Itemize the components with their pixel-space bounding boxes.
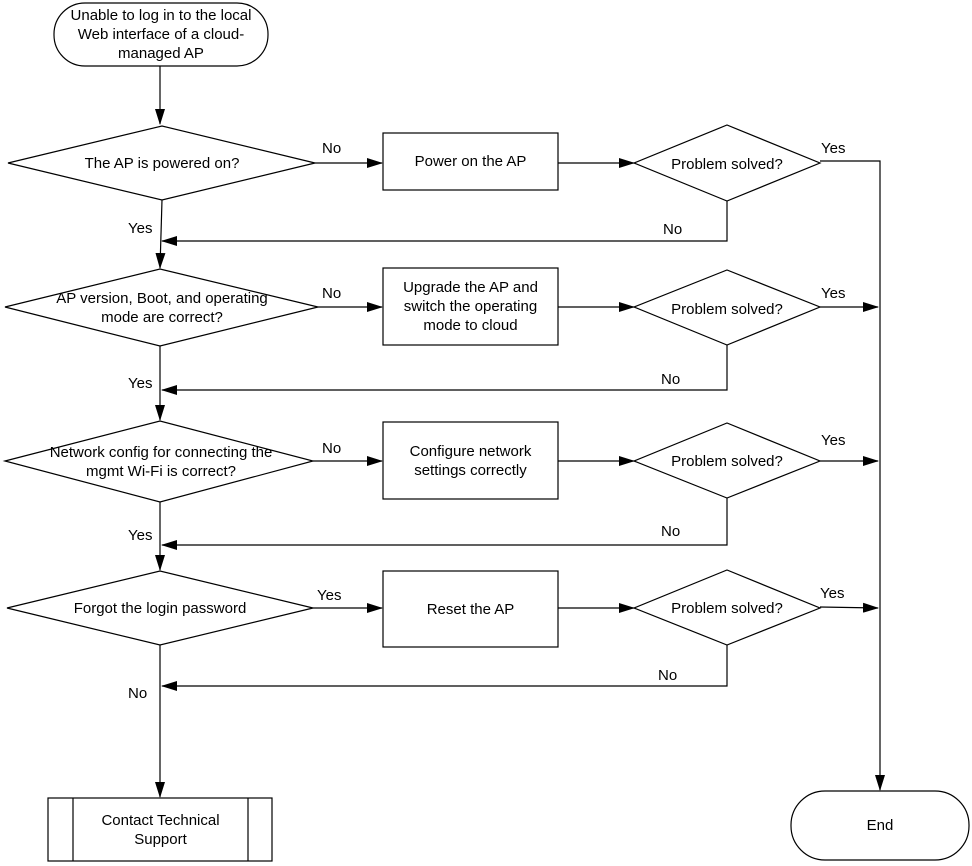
d3-down-label: Yes [128,527,153,544]
check-2-text: Problem solved? [671,300,783,318]
decision-forgot-password [6,570,314,646]
decision-version-boot [4,268,319,347]
end-terminator [790,790,970,861]
arrow-d1-yes [155,199,166,269]
action-2-text: Upgrade the AP and switch the operating … [403,279,538,334]
d1-branch-label: No [322,140,342,157]
action-power-on [382,132,559,191]
action-1-text: Power on the AP [414,153,527,170]
arrow-c4-no [161,645,728,691]
arrow-c2-no [161,345,728,395]
action-reset [382,570,559,648]
decision-4-text: Forgot the login password [73,599,247,617]
d2-down-label: Yes [128,375,153,392]
action-4-text: Reset the AP [426,600,515,618]
decision-2-text: AP version, Boot, and operating mode are… [56,290,268,326]
c1-no-label: No [663,221,683,238]
check-2 [632,269,822,346]
check-3 [632,422,822,499]
end-text: End [866,817,894,834]
c3-no-label: No [661,523,681,540]
c2-no-label: No [661,371,681,388]
connectors [155,66,885,798]
arrow-c4-yes [819,602,879,613]
action-configure-network [382,421,559,500]
d1-down-label: Yes [128,220,153,237]
c4-yes-label: Yes [820,585,845,602]
check-3-text: Problem solved? [671,452,783,470]
check-1-text: Problem solved? [671,155,783,173]
d3-branch-label: No [322,440,342,457]
arrow-c3-no [161,498,728,550]
action-3-text: Configure network settings correctly [409,442,532,479]
d2-branch-label: No [322,285,342,302]
d4-branch-label: Yes [317,587,342,604]
arrow-c1-no [161,200,728,246]
d4-down-label: No [128,685,148,702]
arrow-c1-yes-to-end [820,160,885,791]
c2-yes-label: Yes [821,285,846,302]
decision-3-text: Network config for connecting the mgmt W… [49,444,273,480]
support-text: Contact Technical Support [101,811,220,848]
start-terminator [53,2,269,67]
start-text: Unable to log in to the local Web interf… [70,6,252,62]
support-process [47,797,273,862]
decision-1-text: The AP is powered on? [84,154,240,172]
check-4 [632,569,822,646]
c1-yes-label: Yes [821,140,846,157]
check-1 [632,124,822,202]
check-4-text: Problem solved? [671,599,783,617]
action-upgrade [382,267,559,346]
c4-no-label: No [658,667,678,684]
decision-powered-on [7,125,316,201]
c3-yes-label: Yes [821,432,846,449]
decision-network-config [2,420,316,503]
